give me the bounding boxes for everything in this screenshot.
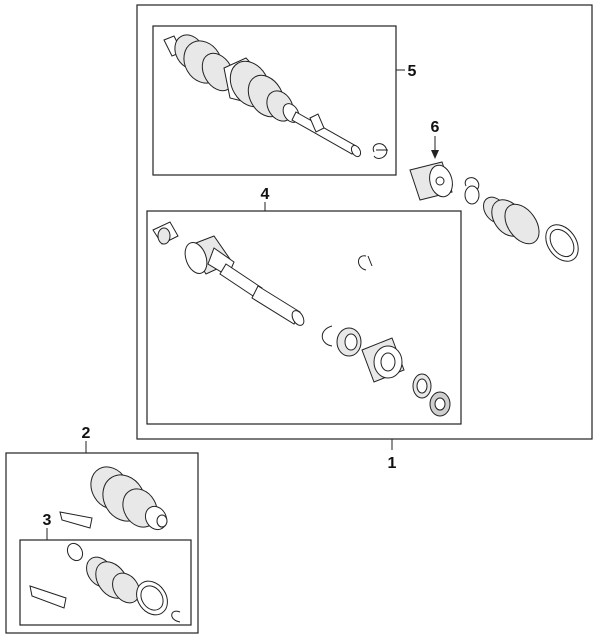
callout-6: 6 [431,119,440,136]
leader-6-arrow [431,150,439,159]
assembly-box-4 [146,210,462,425]
center-bearing [409,161,453,201]
boot-kit-parts [59,466,168,531]
callout-5: 5 [408,63,417,80]
callout-3: 3 [43,512,52,529]
assembly-box-2 [5,452,199,634]
callout-4: 4 [261,186,270,203]
assembly-box-3 [19,539,192,626]
callout-2: 2 [82,425,91,442]
assembly-box-5 [152,25,397,176]
loose-boot-kit [464,177,579,262]
assembly-box-1 [136,4,593,440]
inner-cv-joint [152,221,451,417]
outer-cv-joint-shaft [163,34,388,159]
sub-kit-parts [29,542,181,623]
callout-1: 1 [388,455,397,472]
